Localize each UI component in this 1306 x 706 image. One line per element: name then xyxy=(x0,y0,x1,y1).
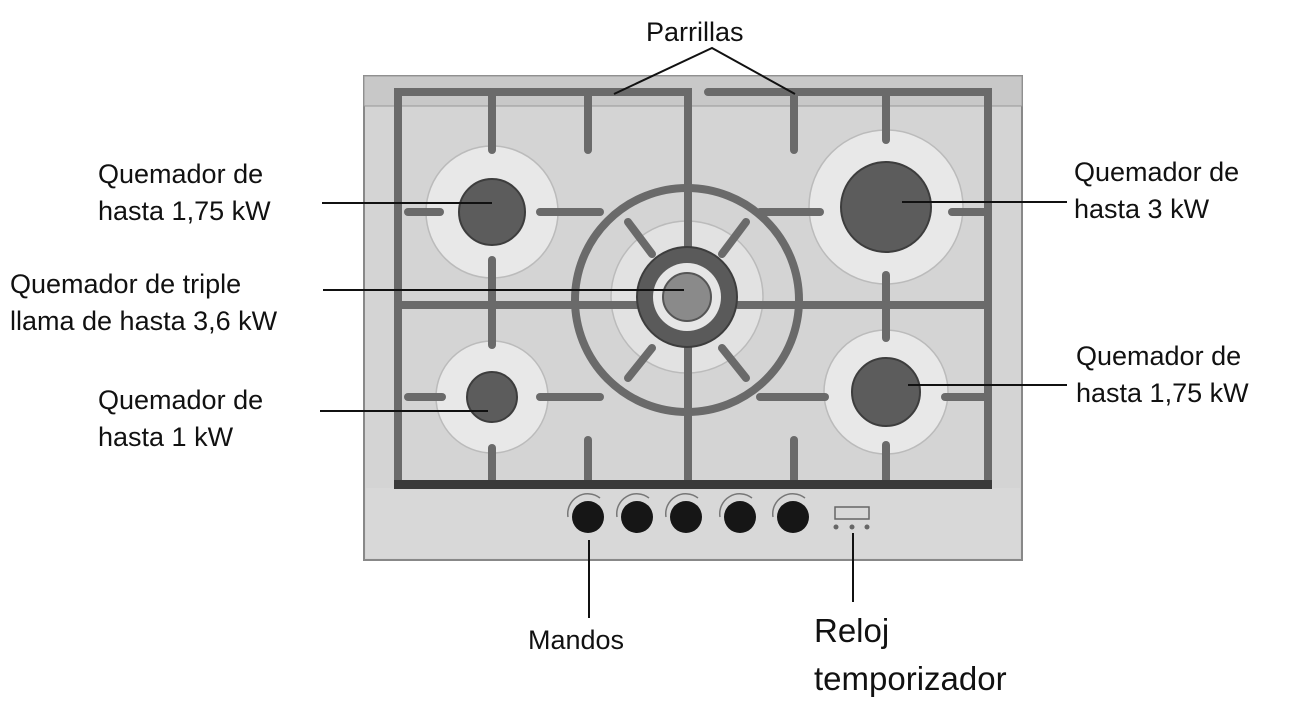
label-burner-triple-line2: llama de hasta 3,6 kW xyxy=(10,306,278,336)
burner-cap-bottom-right xyxy=(851,357,921,427)
triple-burner-cap xyxy=(662,272,712,322)
grate-base-bar xyxy=(394,480,992,489)
burner-cap-top-left xyxy=(458,178,526,246)
label-burner-bottom-left-line1: Quemador de xyxy=(98,385,264,415)
grate-center-ring xyxy=(571,184,803,416)
label-parrillas: Parrillas xyxy=(646,17,744,47)
label-burner-bottom-left: Quemador de hasta 1 kW xyxy=(98,382,263,456)
timer-button-2[interactable] xyxy=(849,524,855,530)
timer-button-3[interactable] xyxy=(864,524,870,530)
label-burner-bottom-left-line2: hasta 1 kW xyxy=(98,422,234,452)
knob-1[interactable] xyxy=(572,501,604,533)
knob-3[interactable] xyxy=(670,501,702,533)
label-burner-triple-line1: Quemador de triple xyxy=(10,269,242,299)
label-burner-top-left: Quemador de hasta 1,75 kW xyxy=(98,156,271,230)
label-burner-top-left-line1: Quemador de xyxy=(98,159,264,189)
label-burner-top-right: Quemador de hasta 3 kW xyxy=(1074,154,1239,228)
label-reloj-line2: temporizador xyxy=(814,660,1007,697)
leader-lines xyxy=(320,46,1067,618)
label-burner-triple: Quemador de triple llama de hasta 3,6 kW xyxy=(10,266,277,340)
label-mandos: Mandos xyxy=(528,625,625,655)
burner-caps xyxy=(458,161,932,427)
knob-5[interactable] xyxy=(777,501,809,533)
timer-button-1[interactable] xyxy=(833,524,839,530)
burner-cap-top-right xyxy=(840,161,932,253)
label-reloj-temporizador: Reloj temporizador xyxy=(814,607,1007,703)
label-reloj-line1: Reloj xyxy=(814,612,890,649)
leader-parrillas xyxy=(613,46,796,95)
label-burner-top-left-line2: hasta 1,75 kW xyxy=(98,196,271,226)
control-knobs xyxy=(567,493,809,533)
label-burner-top-right-line1: Quemador de xyxy=(1074,157,1240,187)
label-burner-bottom-right-line2: hasta 1,75 kW xyxy=(1076,378,1249,408)
burner-cap-bottom-left xyxy=(466,371,518,423)
burner-halos xyxy=(425,129,964,455)
timer-display xyxy=(834,506,870,520)
timer-clock xyxy=(833,506,870,530)
label-burner-bottom-right: Quemador de hasta 1,75 kW xyxy=(1076,338,1249,412)
knob-4[interactable] xyxy=(724,501,756,533)
label-burner-top-right-line2: hasta 3 kW xyxy=(1074,194,1210,224)
label-burner-bottom-right-line1: Quemador de xyxy=(1076,341,1242,371)
knob-2[interactable] xyxy=(621,501,653,533)
